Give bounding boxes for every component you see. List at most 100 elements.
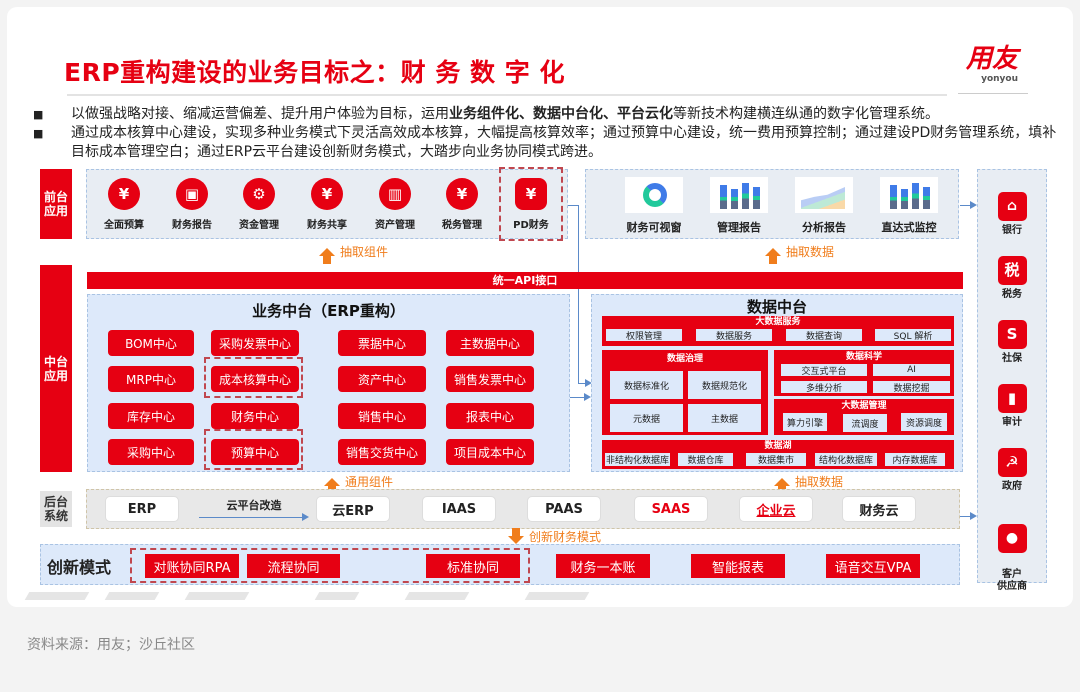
logo-divider <box>958 93 1028 94</box>
business-center-title: 业务中台（ERP重构） <box>252 302 405 320</box>
module-purchase-invoice-center[interactable]: 采购发票中心 <box>211 330 299 356</box>
module-inventory-center[interactable]: 库存中心 <box>108 403 194 429</box>
app-full-budget[interactable]: ¥ 全面预算 <box>92 178 156 231</box>
dc-item-sql-parse[interactable]: SQL 解析 <box>875 329 951 342</box>
dc-item-data-mining[interactable]: 数据挖掘 <box>873 381 950 394</box>
dc-item-standardization[interactable]: 数据标准化 <box>610 371 683 399</box>
module-cost-accounting-center[interactable]: 成本核算中心 <box>211 366 299 392</box>
innovation-voice-vpa[interactable]: 语音交互VPA <box>826 554 920 578</box>
dc-item-stream-scheduling[interactable]: 流调度 <box>843 414 887 432</box>
dc-item-unstructured-db[interactable]: 非结构化数据库 <box>605 453 670 466</box>
external-parties-panel <box>977 169 1047 583</box>
external-social-security[interactable]: S 社保 <box>982 320 1042 365</box>
dc-item-interactive-platform[interactable]: 交互式平台 <box>781 364 867 377</box>
dc-item-data-query[interactable]: 数据查询 <box>786 329 862 342</box>
social-security-icon: S <box>997 320 1027 349</box>
innovation-single-ledger[interactable]: 财务一本账 <box>556 554 650 578</box>
person-icon: ● <box>997 524 1027 553</box>
yen-wallet-icon: ¥ <box>515 178 547 210</box>
module-project-cost-center[interactable]: 项目成本中心 <box>446 439 534 465</box>
module-mrp-center[interactable]: MRP中心 <box>108 366 194 392</box>
module-sales-center[interactable]: 销售中心 <box>338 403 426 429</box>
external-label: 审计 <box>1002 417 1022 428</box>
dc-item-multidim-analysis[interactable]: 多维分析 <box>781 381 867 394</box>
system-enterprise-cloud[interactable]: 企业云 <box>739 496 813 522</box>
transform-arrow-icon <box>302 513 309 521</box>
report-management[interactable]: 管理报告 <box>699 177 779 235</box>
bank-icon: ⌂ <box>997 192 1027 221</box>
app-asset-management[interactable]: ▥ 资产管理 <box>363 178 427 231</box>
app-financial-report[interactable]: ▣ 财务报告 <box>160 178 224 231</box>
logo-text-en: yonyou <box>981 74 1018 84</box>
bullet-item: ■ 以做强战略对接、缩减运营偏差、提升用户体验为目标，运用业务组件化、数据中台化… <box>31 105 1061 124</box>
dc-item-memory-db[interactable]: 内存数据库 <box>885 453 945 466</box>
module-report-center[interactable]: 报表中心 <box>446 403 534 429</box>
innovation-standard-collab[interactable]: 标准协同 <box>426 554 520 578</box>
up-arrow-icon <box>324 477 340 494</box>
module-sales-delivery-center[interactable]: 销售交货中心 <box>338 439 426 465</box>
bar-chart-icon <box>880 177 938 213</box>
external-customer-supplier[interactable]: ● 客户 供应商 <box>982 512 1042 605</box>
title-divider <box>67 94 947 96</box>
system-iaas[interactable]: IAAS <box>422 496 496 522</box>
report-direct-monitor[interactable]: 直达式监控 <box>869 177 949 235</box>
money-bag-icon: ¥ <box>108 178 140 210</box>
report-finance-window[interactable]: 财务可视窗 <box>614 177 694 235</box>
innovation-highlight <box>130 548 530 583</box>
page-title: ERP重构建设的业务目标之：财 务 数 字 化 <box>64 58 565 87</box>
external-audit[interactable]: ▮ 审计 <box>982 384 1042 429</box>
module-procurement-center[interactable]: 采购中心 <box>108 439 194 465</box>
report-label: 直达式监控 <box>881 221 937 234</box>
system-paas[interactable]: PAAS <box>527 496 601 522</box>
innovation-rpa[interactable]: 对账协同RPA <box>145 554 239 578</box>
module-finance-center[interactable]: 财务中心 <box>211 403 299 429</box>
app-label: PD财务 <box>513 220 549 231</box>
bullet-square-icon: ■ <box>33 127 44 140</box>
bullet-square-icon: ■ <box>33 108 44 121</box>
connector-line <box>568 205 578 206</box>
report-label: 管理报告 <box>717 221 761 234</box>
system-finance-cloud[interactable]: 财务云 <box>842 496 916 522</box>
app-pd-finance[interactable]: ¥ PD财务 <box>499 178 563 231</box>
module-master-data-center[interactable]: 主数据中心 <box>446 330 534 356</box>
module-sales-invoice-center[interactable]: 销售发票中心 <box>446 366 534 392</box>
dc-item-data-warehouse[interactable]: 数据仓库 <box>678 453 733 466</box>
source-caption: 资料来源：用友；沙丘社区 <box>27 637 195 653</box>
app-label: 资金管理 <box>239 220 279 231</box>
dc-item-permission[interactable]: 权限管理 <box>606 329 682 342</box>
yen-hand-icon: ¥ <box>446 178 478 210</box>
app-fund-management[interactable]: ⚙ 资金管理 <box>227 178 291 231</box>
connector-arrow-icon <box>585 379 592 387</box>
app-tax-management[interactable]: ¥ 税务管理 <box>430 178 494 231</box>
layer-label-front: 前台 应用 <box>40 169 72 239</box>
module-asset-center[interactable]: 资产中心 <box>338 366 426 392</box>
dc-item-master-data[interactable]: 主数据 <box>688 404 761 432</box>
module-budget-center[interactable]: 预算中心 <box>211 439 299 465</box>
dc-item-data-service[interactable]: 数据服务 <box>696 329 772 342</box>
external-bank[interactable]: ⌂ 银行 <box>982 192 1042 237</box>
report-analysis[interactable]: 分析报告 <box>784 177 864 235</box>
pd-finance-highlight <box>499 167 563 241</box>
extract-data-arrow: 抽取数据 <box>765 243 834 264</box>
innovation-smart-report[interactable]: 智能报表 <box>691 554 785 578</box>
donut-chart-icon <box>625 177 683 213</box>
module-bom-center[interactable]: BOM中心 <box>108 330 194 356</box>
connector-line <box>578 205 579 383</box>
dc-item-normalization[interactable]: 数据规范化 <box>688 371 761 399</box>
system-erp[interactable]: ERP <box>105 496 179 522</box>
dc-item-metadata[interactable]: 元数据 <box>610 404 683 432</box>
module-bill-center[interactable]: 票据中心 <box>338 330 426 356</box>
dc-item-resource-scheduling[interactable]: 资源调度 <box>901 413 947 431</box>
connector-arrow-icon <box>970 201 977 209</box>
up-arrow-icon <box>774 477 790 494</box>
dc-item-data-mart[interactable]: 数据集市 <box>746 453 806 466</box>
innovation-process-collab[interactable]: 流程协同 <box>247 554 340 578</box>
app-finance-sharing[interactable]: ¥ 财务共享 <box>295 178 359 231</box>
system-cloud-erp[interactable]: 云ERP <box>316 496 390 522</box>
dc-item-ai[interactable]: AI <box>873 364 950 376</box>
system-saas[interactable]: SAAS <box>634 496 708 522</box>
dc-item-compute-engine[interactable]: 算力引擎 <box>783 413 827 431</box>
external-tax[interactable]: 税 税务 <box>982 256 1042 301</box>
external-government[interactable]: ☭ 政府 <box>982 448 1042 493</box>
dc-item-structured-db[interactable]: 结构化数据库 <box>815 453 877 466</box>
